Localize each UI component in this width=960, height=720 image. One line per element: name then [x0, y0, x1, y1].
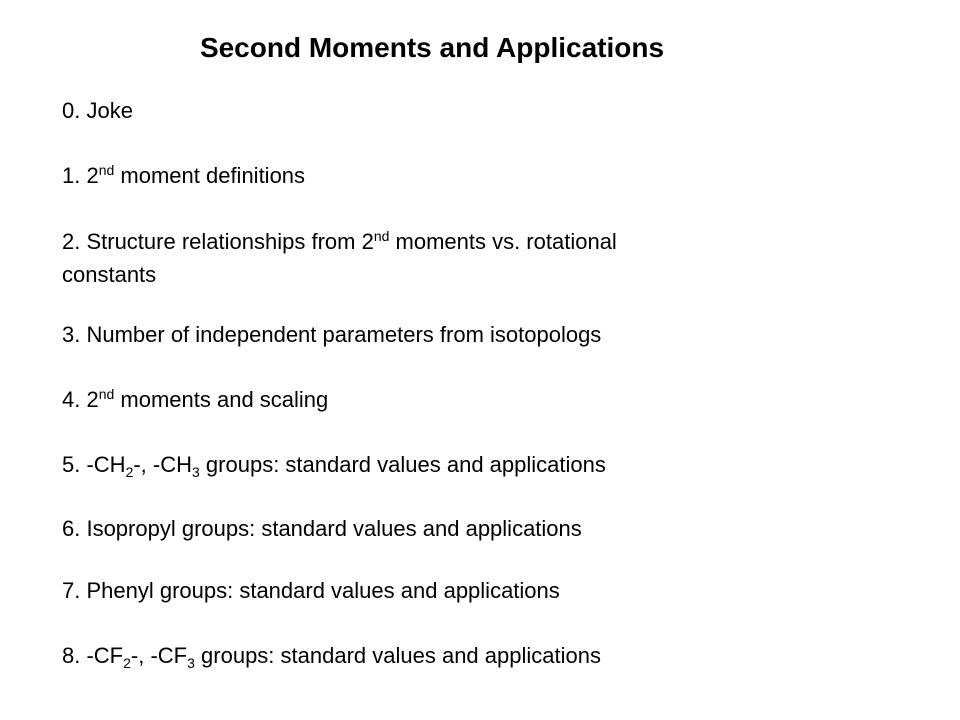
list-item-3: 3. Number of independent parameters from…: [62, 318, 822, 351]
item-text: 4. 2: [62, 387, 99, 412]
item-text: 5. -CH: [62, 452, 126, 477]
subscript: 2: [123, 655, 131, 671]
subscript: 2: [125, 464, 134, 480]
slide-title: Second Moments and Applications: [199, 32, 665, 63]
item-text: 8. -CF: [62, 643, 124, 668]
list-item-2: 2. Structure relationships from 2nd mome…: [62, 225, 822, 291]
item-line-1: 2. Structure relationships from 2nd mome…: [62, 225, 822, 258]
item-text: moment definitions: [114, 163, 306, 188]
list-item-7: 7. Phenyl groups: standard values and ap…: [62, 574, 822, 607]
superscript: nd: [373, 228, 390, 244]
item-text: moments vs. rotational: [389, 229, 617, 254]
superscript: nd: [98, 386, 115, 402]
item-text: groups: standard values and applications: [194, 643, 601, 668]
list-item-4: 4. 2nd moments and scaling: [62, 383, 822, 416]
list-item-5: 5. -CH2-, -CH3 groups: standard values a…: [62, 448, 822, 481]
list-item-1: 1. 2nd moment definitions: [62, 159, 822, 192]
list-item-8: 8. -CF2-, -CF3 groups: standard values a…: [62, 639, 822, 672]
superscript: nd: [98, 162, 115, 178]
list-item-0: 0. Joke: [62, 94, 822, 127]
item-text: 6. Isopropyl groups: standard values and…: [62, 516, 582, 541]
item-text: moments and scaling: [114, 387, 329, 412]
item-line-2: constants: [62, 262, 157, 287]
item-text: 0. Joke: [62, 98, 133, 123]
subscript: 3: [192, 464, 200, 480]
item-text: 1. 2: [62, 163, 99, 188]
item-text: groups: standard values and applications: [199, 452, 606, 477]
subscript: 3: [187, 655, 195, 671]
item-text: 7. Phenyl groups: standard values and ap…: [62, 578, 560, 603]
list-item-6: 6. Isopropyl groups: standard values and…: [62, 512, 822, 545]
item-text: -, -CH: [133, 452, 193, 477]
item-text: 2. Structure relationships from 2: [62, 229, 374, 254]
item-text: -, -CF: [130, 643, 188, 668]
item-text: 3. Number of independent parameters from…: [62, 322, 602, 347]
